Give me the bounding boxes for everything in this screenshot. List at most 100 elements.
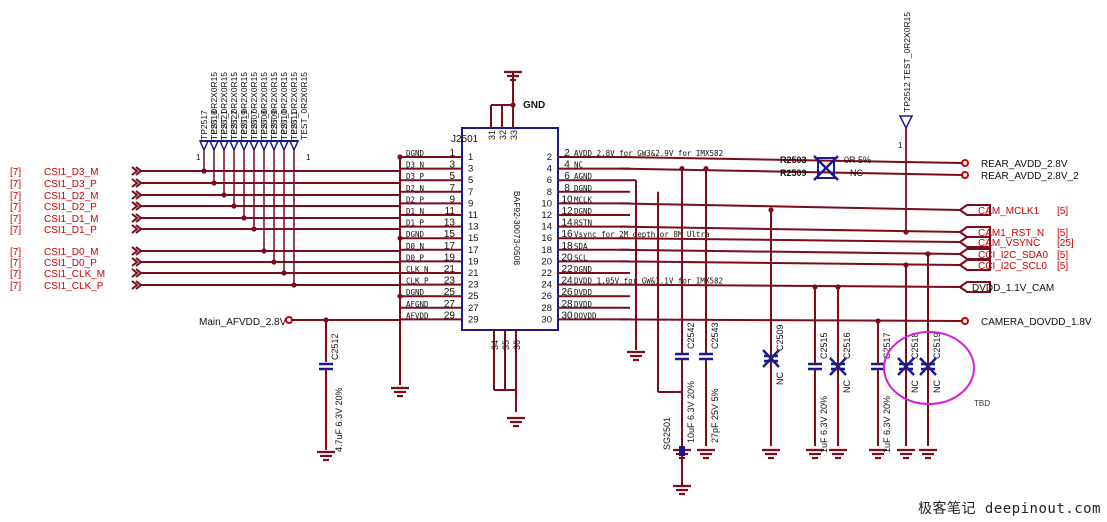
cap-ground — [829, 448, 847, 460]
connector-left-inner-pin-number: 29 — [468, 314, 479, 325]
r2503-ref: R2503 — [780, 155, 807, 165]
connector-right-pin-number: 22 — [561, 264, 573, 275]
test-point-ref: TP2517 — [199, 110, 209, 140]
cap-C2519-nc-mark — [919, 357, 937, 376]
connector-left-pin-number: 11 — [445, 206, 456, 217]
junction-dot — [261, 248, 267, 254]
connector-right-signal: Vsync for 2M depth or 8M Ultra — [574, 230, 709, 239]
csi-page-ref: [7] — [10, 281, 21, 292]
connector-body — [461, 127, 559, 331]
cap-ground — [897, 448, 915, 460]
right-port-page: [5] — [1057, 228, 1068, 239]
connector-left-inner-pin-number: 23 — [468, 280, 479, 291]
right-port-name: DVDD_1.1V_CAM — [972, 283, 1054, 294]
test-point-ref: TP2507 — [249, 110, 259, 140]
connector-left-pin-number: 3 — [449, 160, 455, 171]
cap-value: 27pF 25V 5% — [710, 388, 720, 443]
connector-left-signal: CLK_N — [406, 265, 429, 274]
test-point-icon — [248, 140, 260, 152]
connector-left-signal: CLK_P — [406, 277, 429, 286]
csi-port-chevron — [131, 268, 143, 278]
r2503-value: 0R 5% — [844, 155, 871, 165]
csi-port-chevron — [131, 246, 143, 256]
junction-dot — [510, 102, 516, 108]
connector-right-signal: DVDD — [574, 300, 593, 309]
junction-dot — [201, 168, 207, 174]
connector-right-inner-pin-number: 30 — [541, 314, 552, 325]
right-port-name: REAR_AVDD_2.8V_2 — [981, 171, 1079, 182]
connector-right-pin-number: 20 — [561, 252, 573, 263]
connector-left-pin-number: 9 — [449, 194, 455, 205]
vsync-wire — [619, 237, 961, 243]
connector-left-pin-number: 13 — [444, 218, 456, 229]
connector-left-signal: D2_N — [406, 184, 424, 193]
connector-left-inner-pin-number: 9 — [468, 198, 473, 209]
junction-dot — [251, 226, 257, 232]
cap-ground — [869, 448, 887, 460]
test-point-ref: TP2508 — [259, 110, 269, 140]
connector-right-signal: DGND — [574, 207, 593, 216]
connector-right-pin-number: 30 — [561, 310, 573, 321]
connector-left-signal: D1_N — [406, 207, 424, 216]
scl-wire — [619, 260, 961, 266]
connector-right-pin-number: 2 — [564, 148, 570, 159]
right-flag-port — [958, 236, 991, 248]
connector-right-pin-number: 8 — [564, 183, 570, 194]
test-point-ref: TP2509 — [269, 110, 279, 140]
connector-left-signal: AFGND — [406, 300, 429, 309]
csi-port-chevron — [131, 166, 143, 176]
connector-right-signal: SCL — [574, 253, 588, 262]
resistor-body — [817, 157, 835, 179]
csi-page-ref: [7] — [10, 269, 21, 280]
csi-page-ref: [7] — [10, 167, 21, 178]
test-point-value: TEST_0R2X0R15 — [209, 72, 219, 140]
c2512-ref: C2512 — [330, 333, 340, 360]
test-point-ref: TP2511 — [289, 111, 299, 140]
cap-ref: C2518 — [910, 332, 920, 359]
connector-right-inner-pin-number: 6 — [547, 175, 552, 186]
csi-port-name: CSI1_D2_M — [44, 191, 98, 202]
connector-bottom-pin-number: 34 — [490, 340, 500, 350]
connector-right-signal: AGND — [574, 172, 593, 181]
connector-left-inner-pin-number: 19 — [468, 256, 479, 267]
connector-right-inner-pin-number: 8 — [547, 187, 552, 198]
connector-left-pin-number: 25 — [444, 287, 456, 298]
gnd-label: GND — [523, 100, 545, 111]
cap-ref: C2515 — [819, 332, 829, 359]
connector-left-signal: D3_N — [406, 161, 424, 170]
connector-right-signal: DVDD 1.05V for GW&1.1V for IMX582 — [574, 277, 723, 286]
connector-right-inner-pin-number: 4 — [547, 164, 552, 175]
test-point-ref: TP2519 — [239, 110, 249, 140]
connector-right-signal: DOVDD — [574, 311, 597, 320]
tbd-note: TBD — [974, 399, 990, 408]
connector-left-pin-number: 21 — [444, 264, 456, 275]
dvdd-wire — [619, 283, 961, 288]
spark-gap-body — [679, 446, 685, 456]
spark-gap-ref: SG2501 — [662, 417, 672, 450]
connector-right-signal: NC — [574, 161, 583, 170]
avdd2-wire — [619, 167, 963, 176]
connector-right-inner-pin-number: 26 — [541, 291, 552, 302]
cap-ground — [697, 448, 715, 460]
connector-left-pin-number: 29 — [444, 310, 456, 321]
right-port-page: [5] — [1057, 206, 1068, 217]
connector-right-signal: DVDD — [574, 288, 593, 297]
connector-right-inner-pin-number: 24 — [541, 280, 552, 291]
dovdd-wire — [619, 318, 963, 322]
csi-page-ref: [7] — [10, 214, 21, 225]
right-flag-port — [958, 281, 991, 293]
junction-dot — [397, 235, 403, 241]
right-flag-port — [958, 248, 991, 260]
cap-ground — [762, 448, 780, 460]
junction-dot — [241, 215, 247, 221]
connector-left-inner-pin-number: 1 — [468, 152, 473, 163]
connector-left-inner-pin-number: 15 — [468, 233, 479, 244]
connector-right-inner-pin-number: 28 — [541, 303, 552, 314]
connector-right-pin-number: 26 — [561, 287, 573, 298]
connector-left-signal: D0_N — [406, 242, 424, 251]
mclk-wire — [619, 202, 961, 211]
cap-C2509-nc-mark — [762, 349, 780, 368]
cap-ref: C2517 — [882, 332, 892, 359]
right-offpage-port — [961, 317, 969, 325]
